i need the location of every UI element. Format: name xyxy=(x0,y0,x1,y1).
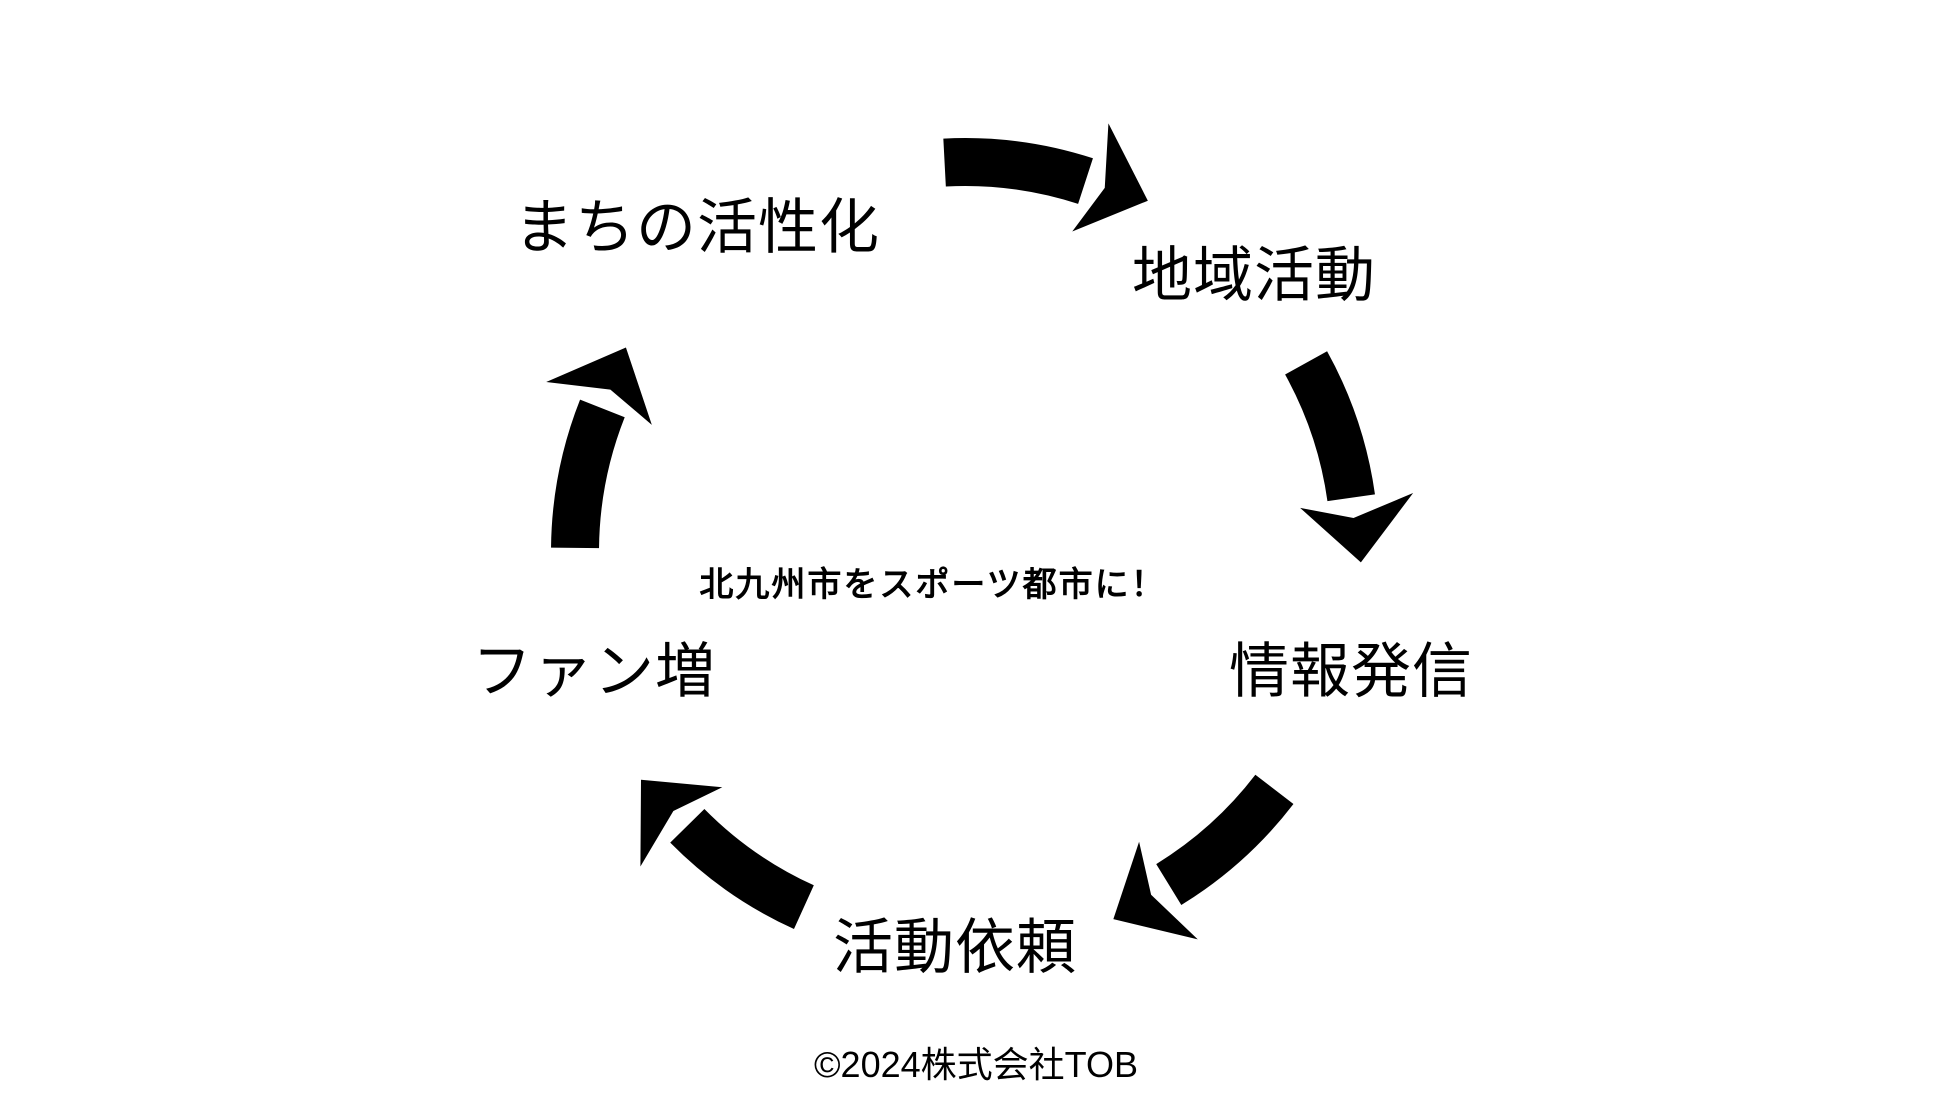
node-fan-increase: ファン増 xyxy=(472,638,716,705)
arrow-top-shaft xyxy=(943,138,1093,205)
arrow-bottom-right-icon xyxy=(1113,774,1294,940)
arrow-bottom-right-shaft xyxy=(1155,774,1294,905)
node-activity-request: 活動依頼 xyxy=(833,914,1077,981)
arrow-right-icon xyxy=(1284,351,1414,563)
arrow-left-icon xyxy=(546,347,652,549)
arrow-top-icon xyxy=(943,123,1148,232)
arrow-left-head xyxy=(546,347,652,425)
arrow-bottom-left-head xyxy=(640,779,723,867)
arrow-bottom-right-head xyxy=(1113,841,1198,940)
arrow-bottom-left-shaft xyxy=(670,808,815,930)
arrow-bottom-left-icon xyxy=(640,779,815,930)
node-town-revitalization: まちの活性化 xyxy=(514,194,880,261)
arrow-left-shaft xyxy=(551,399,625,549)
node-community-activity: 地域活動 xyxy=(1132,242,1376,309)
copyright-text: ©2024株式会社TOB xyxy=(814,1044,1138,1085)
arrow-right-shaft xyxy=(1284,351,1375,502)
node-information-sharing: 情報発信 xyxy=(1229,638,1473,705)
center-slogan: 北九州市をスポーツ都市に！ xyxy=(699,566,1167,604)
arrow-right-head xyxy=(1300,493,1414,563)
arrow-top-head xyxy=(1072,123,1148,232)
